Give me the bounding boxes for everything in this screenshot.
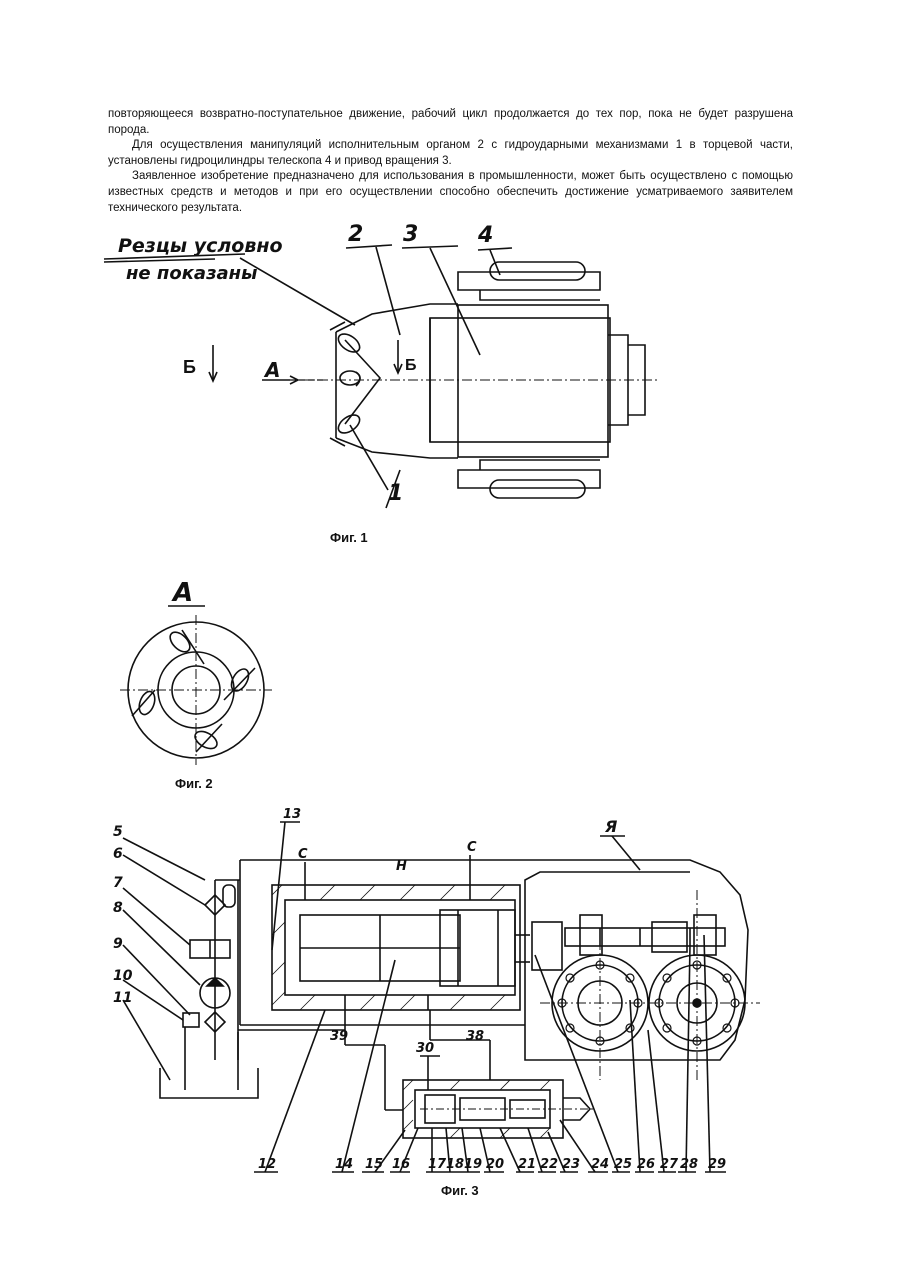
fig3-label-ya: Я <box>604 817 617 836</box>
fig1-caption: Фиг. 1 <box>330 530 368 545</box>
fig3-label-17: 17 <box>428 1157 447 1172</box>
fig3-label-21: 21 <box>518 1157 536 1172</box>
fig1-section-right: Б <box>405 357 417 374</box>
fig3-label-39: 39 <box>330 1029 348 1044</box>
fig3-label-8: 8 <box>113 900 123 916</box>
fig1-view-a: А <box>263 358 280 382</box>
fig1-label-2: 2 <box>348 222 363 247</box>
figure-2: А Фиг. 2 <box>120 578 272 791</box>
fig3-label-9: 9 <box>113 936 123 952</box>
figure-1: Резцы условно не показаны 2 3 4 1 Б А Б <box>104 222 660 545</box>
fig3-label-11: 11 <box>113 990 132 1006</box>
fig3-label-30: 30 <box>416 1041 434 1056</box>
fig1-note-line2: не показаны <box>126 263 257 284</box>
fig2-caption: Фиг. 2 <box>175 776 213 791</box>
fig3-caption: Фиг. 3 <box>441 1183 479 1198</box>
fig1-label-3: 3 <box>403 222 418 247</box>
fig3-label-10: 10 <box>113 968 133 984</box>
fig1-note-line1: Резцы условно <box>118 235 283 257</box>
fig3-label-c-right: C <box>467 840 477 855</box>
fig3-label-38: 38 <box>466 1029 484 1044</box>
fig3-label-h: H <box>396 859 407 874</box>
fig2-title: А <box>171 578 193 608</box>
fig3-label-5: 5 <box>113 824 123 840</box>
fig3-label-13: 13 <box>283 807 301 822</box>
fig3-label-22: 22 <box>540 1157 558 1172</box>
figure-3: 5 6 7 8 9 10 11 13 C H C Я 39 38 30 12 1… <box>113 807 760 1198</box>
fig3-label-28: 28 <box>680 1157 698 1172</box>
fig3-label-c-left: C <box>298 847 308 862</box>
fig3-label-7: 7 <box>113 875 123 891</box>
fig1-label-1: 1 <box>388 481 403 506</box>
fig1-section-left: Б <box>183 357 196 377</box>
fig3-label-6: 6 <box>113 846 123 862</box>
fig1-label-4: 4 <box>477 223 493 248</box>
